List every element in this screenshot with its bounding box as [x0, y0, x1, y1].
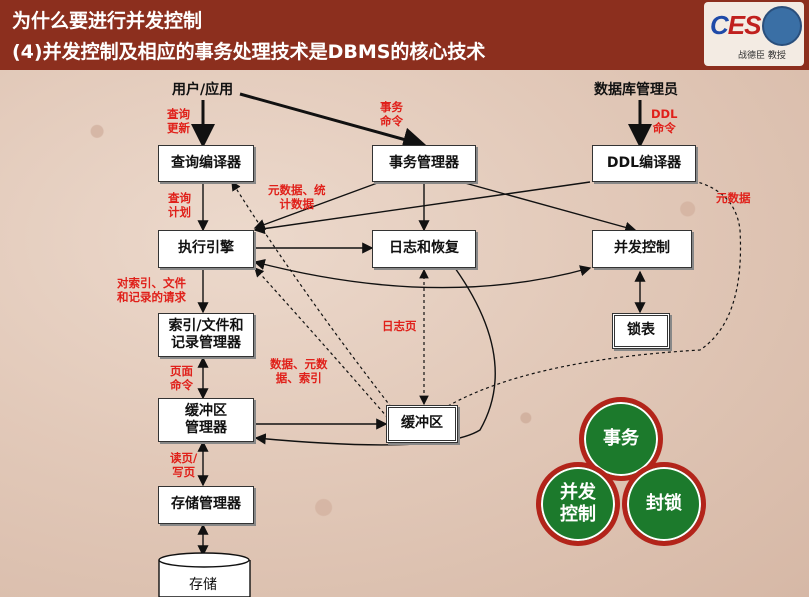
storage-label: 存储 — [189, 577, 217, 593]
log-page-label: 日志页 — [382, 319, 417, 333]
query-compiler-box: 查询编译器 — [158, 145, 254, 182]
storage-cylinder — [158, 552, 251, 597]
slide-subtitle: (4)并发控制及相应的事务处理技术是DBMS的核心技术 — [12, 41, 486, 63]
execution-engine-box: 执行引擎 — [158, 230, 254, 268]
log-recovery-box: 日志和恢复 — [372, 230, 476, 268]
txn-command-label: 事务 命令 — [380, 100, 403, 129]
page-command-label: 页面 命令 — [170, 364, 193, 393]
lock-table-box: 锁表 — [612, 313, 670, 349]
storage-manager-box: 存储管理器 — [158, 486, 254, 524]
index-request-label: 对索引、文件 和记录的请求 — [117, 276, 186, 305]
ces-logo: CES 战德臣 教授 — [704, 2, 804, 66]
university-emblem-icon — [762, 6, 802, 46]
user-app-label: 用户/应用 — [172, 82, 234, 98]
ddl-compiler-box: DDL编译器 — [592, 145, 696, 182]
query-update-label: 查询 更新 — [167, 107, 190, 136]
metadata-stats-label: 元数据、统 计数据 — [268, 183, 326, 212]
metadata-label: 元数据 — [716, 191, 751, 205]
query-plan-label: 查询 计划 — [168, 191, 191, 220]
slide-title: 为什么要进行并发控制 — [12, 10, 203, 32]
ddl-command-label: DDL 命令 — [651, 107, 678, 136]
buffer-box: 缓冲区 — [386, 405, 458, 443]
logo-caption: 战德臣 教授 — [738, 51, 786, 61]
logo-text: CES — [710, 10, 761, 40]
concurrency-control-circle: 并发 控制 — [536, 462, 620, 546]
index-file-record-manager-box: 索引/文件和 记录管理器 — [158, 313, 254, 357]
concurrency-control-box: 并发控制 — [592, 230, 692, 268]
read-write-page-label: 读页/ 写页 — [170, 451, 198, 480]
dba-label: 数据库管理员 — [594, 82, 678, 98]
title-bar: 为什么要进行并发控制 (4)并发控制及相应的事务处理技术是DBMS的核心技术 C… — [0, 0, 809, 70]
buffer-manager-box: 缓冲区 管理器 — [158, 398, 254, 442]
data-metadata-index-label: 数据、元数 据、索引 — [270, 357, 328, 386]
lock-circle: 封锁 — [622, 462, 706, 546]
transaction-manager-box: 事务管理器 — [372, 145, 476, 182]
